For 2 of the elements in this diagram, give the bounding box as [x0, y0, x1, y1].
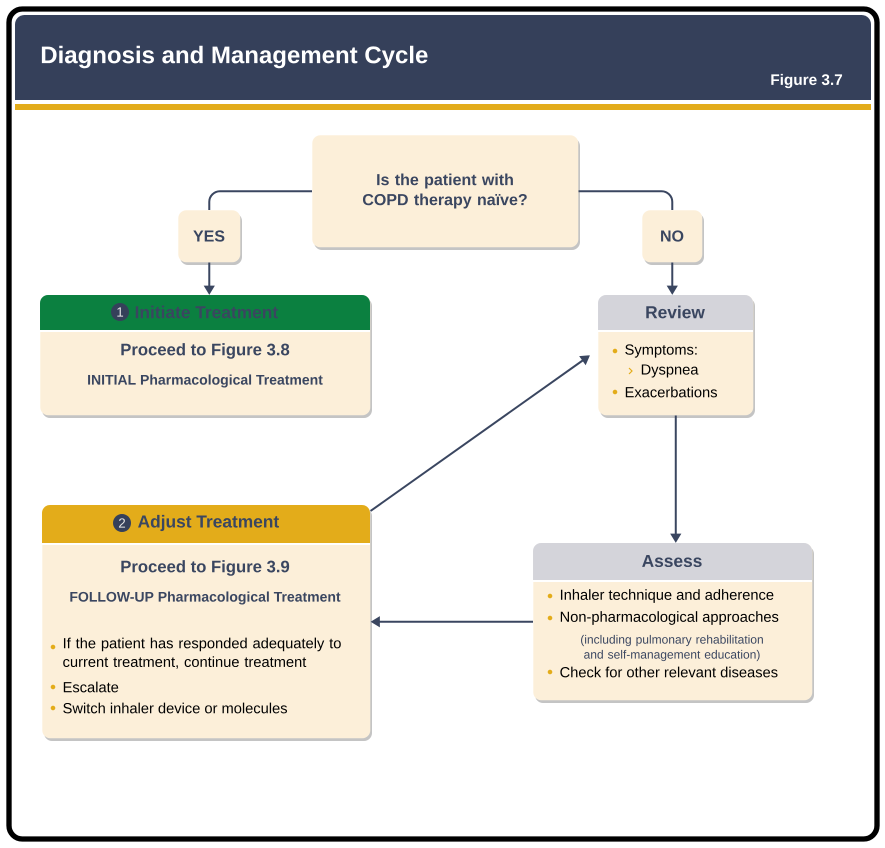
title: Diagnosis and Management Cycle [42, 46, 428, 68]
figure-number: Figure 3.7 [771, 74, 842, 88]
